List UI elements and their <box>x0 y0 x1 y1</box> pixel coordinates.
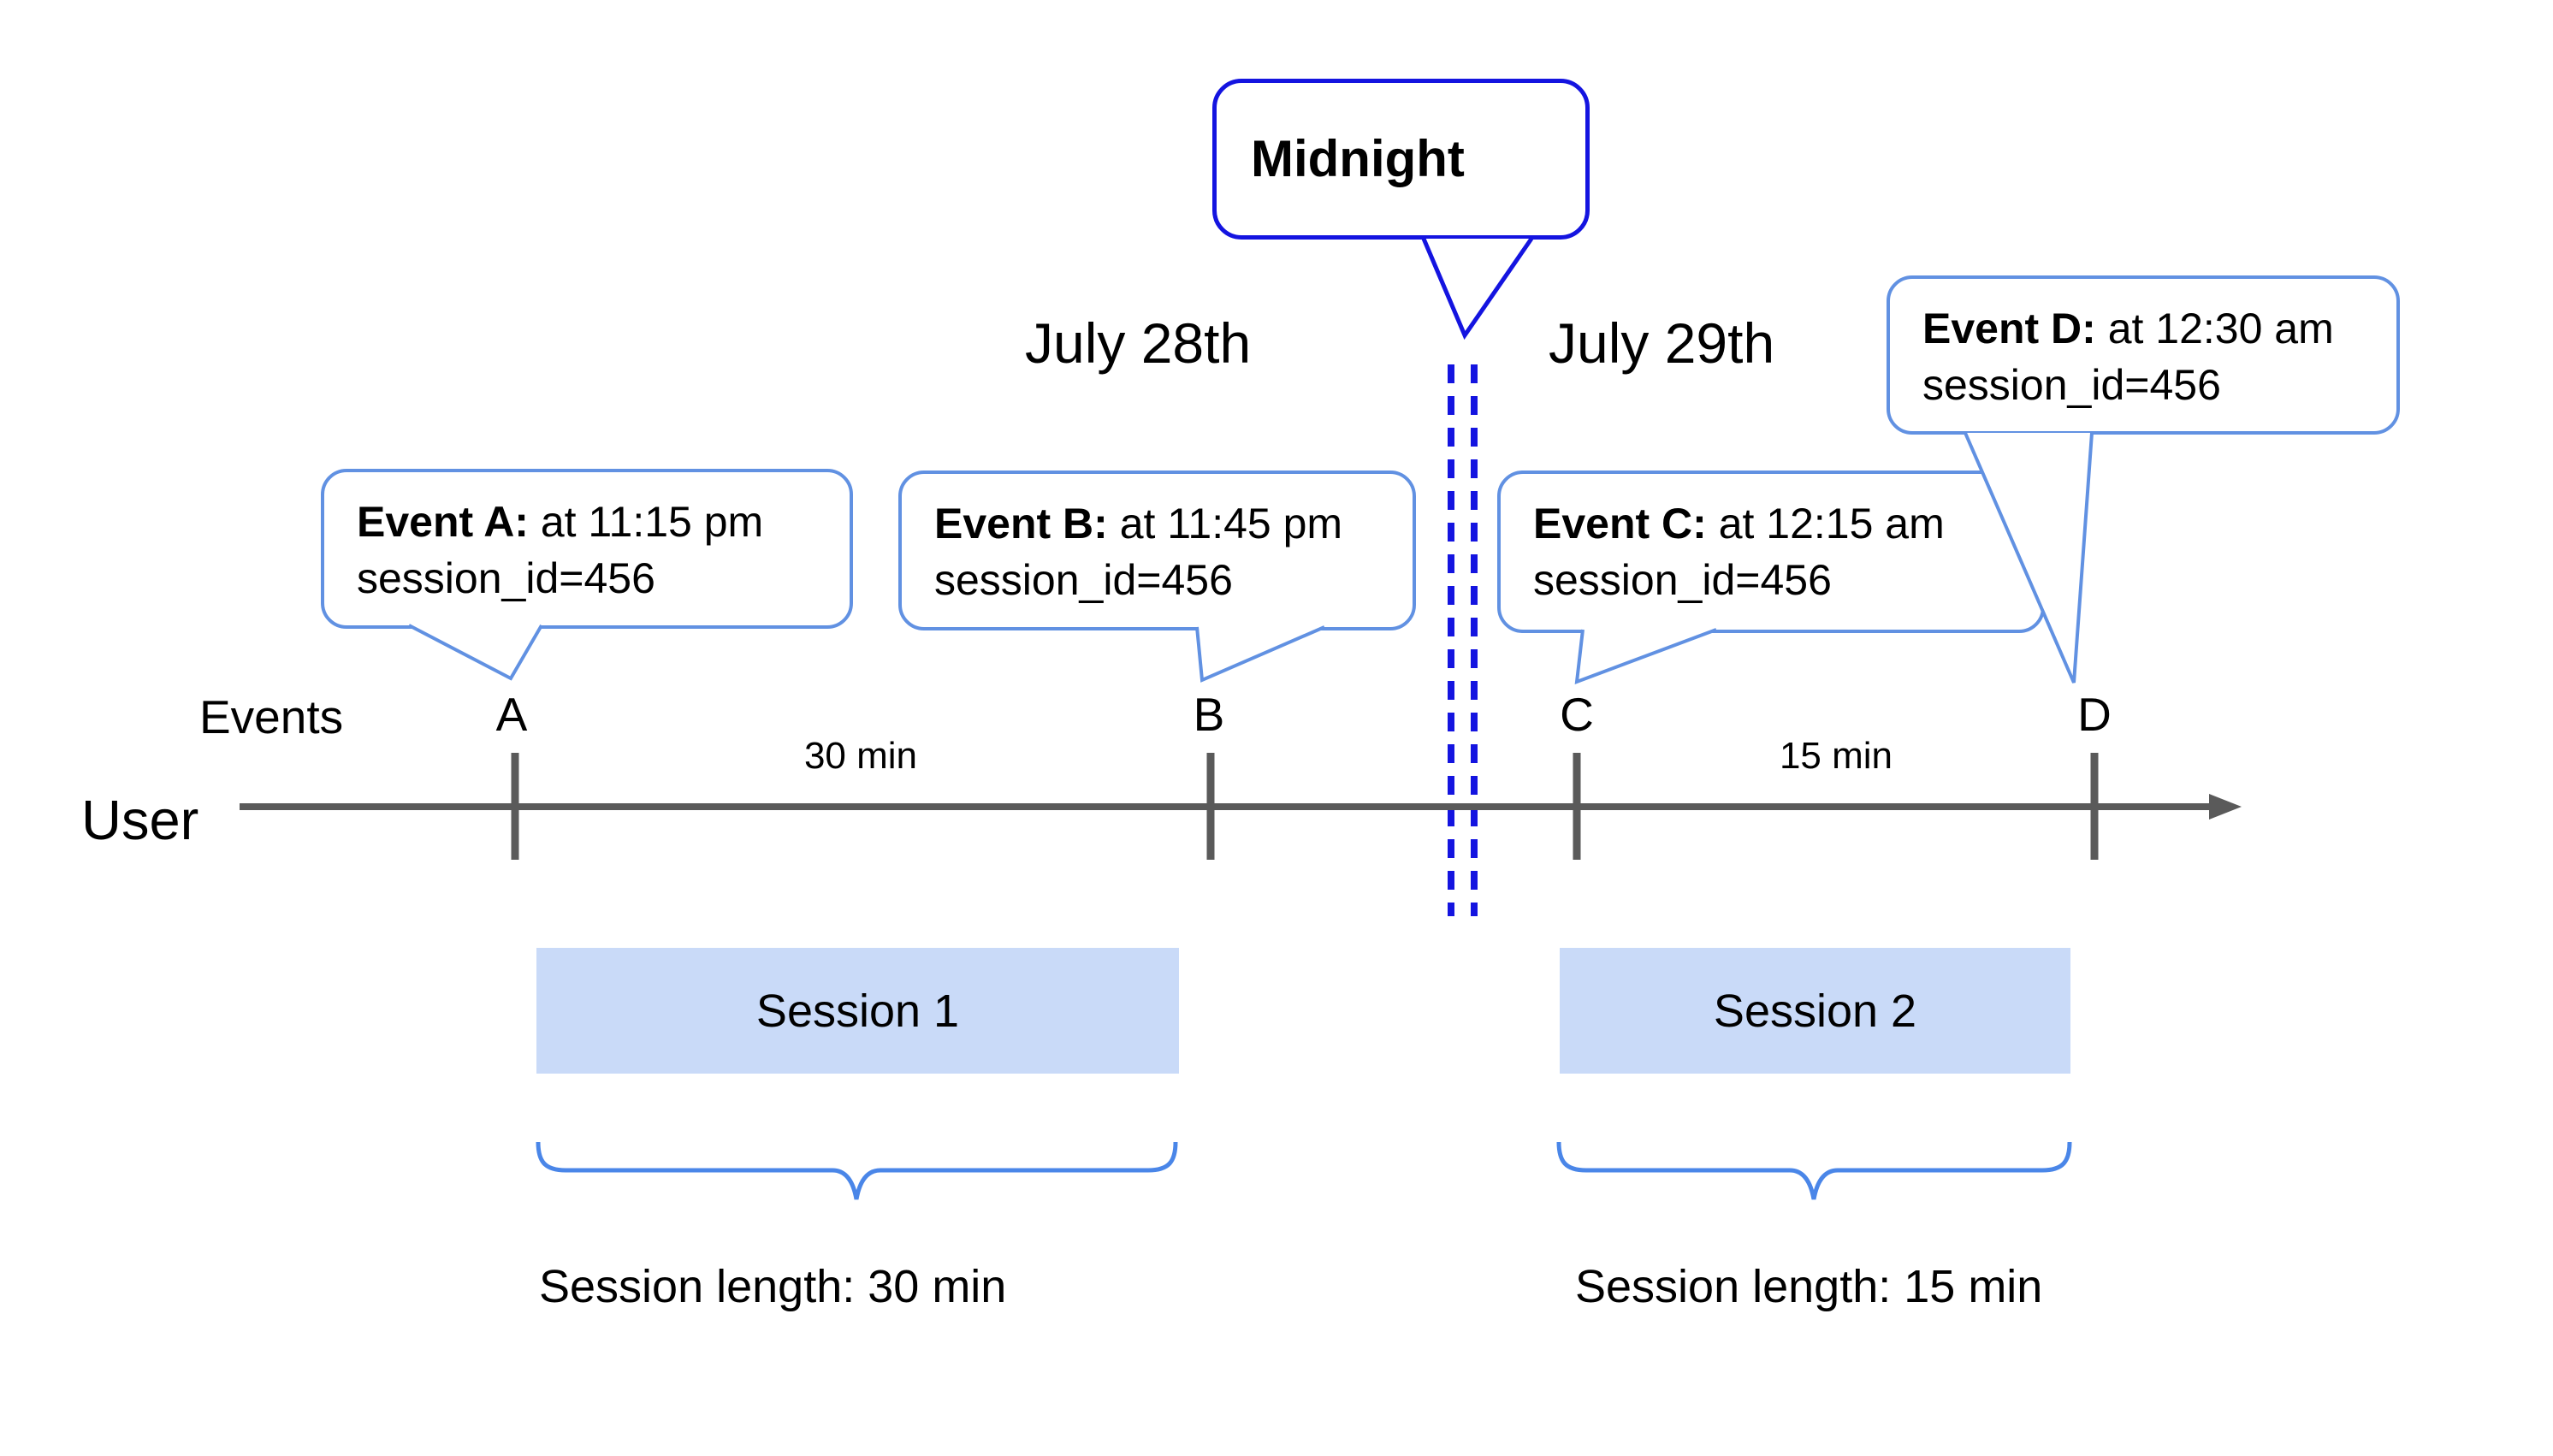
event-c-title: Event C: <box>1533 500 1707 547</box>
event-a-time: at 11:15 pm <box>528 498 764 546</box>
event-c-line1: Event C: at 12:15 am <box>1533 495 2024 552</box>
event-c-time: at 12:15 am <box>1706 500 1945 547</box>
session-2-label: Session 2 <box>1713 985 1917 1037</box>
event-d-callout: Event D: at 12:30 am session_id=456 <box>1887 275 2400 435</box>
event-a-line1: Event A: at 11:15 pm <box>357 494 832 550</box>
event-c-session: session_id=456 <box>1533 556 1832 604</box>
event-d-session: session_id=456 <box>1922 361 2221 409</box>
event-d-title: Event D: <box>1922 305 2096 352</box>
session-1-brace <box>536 1141 1178 1200</box>
event-d-time: at 12:30 am <box>2095 305 2334 352</box>
event-b-title: Event B: <box>934 500 1108 547</box>
session-1-label: Session 1 <box>755 985 960 1037</box>
session-2-brace <box>1556 1141 2072 1200</box>
event-b-line1: Event B: at 11:45 pm <box>934 495 1395 552</box>
event-b-session: session_id=456 <box>934 556 1233 604</box>
session-2-box: Session 2 <box>1560 948 2070 1074</box>
event-a-session: session_id=456 <box>357 554 655 602</box>
event-a-callout: Event A: at 11:15 pm session_id=456 <box>321 469 853 629</box>
event-b-time: at 11:45 pm <box>1107 500 1343 547</box>
event-d-line1: Event D: at 12:30 am <box>1922 300 2379 357</box>
event-a-title: Event A: <box>357 498 529 546</box>
midnight-label: Midnight <box>1251 130 1465 187</box>
timeline-arrowhead-icon <box>2209 794 2242 820</box>
event-b-callout: Event B: at 11:45 pm session_id=456 <box>898 471 1416 630</box>
event-c-callout: Event C: at 12:15 am session_id=456 <box>1497 471 2045 633</box>
session-1-box: Session 1 <box>536 948 1179 1074</box>
midnight-callout: Midnight <box>1212 79 1590 240</box>
